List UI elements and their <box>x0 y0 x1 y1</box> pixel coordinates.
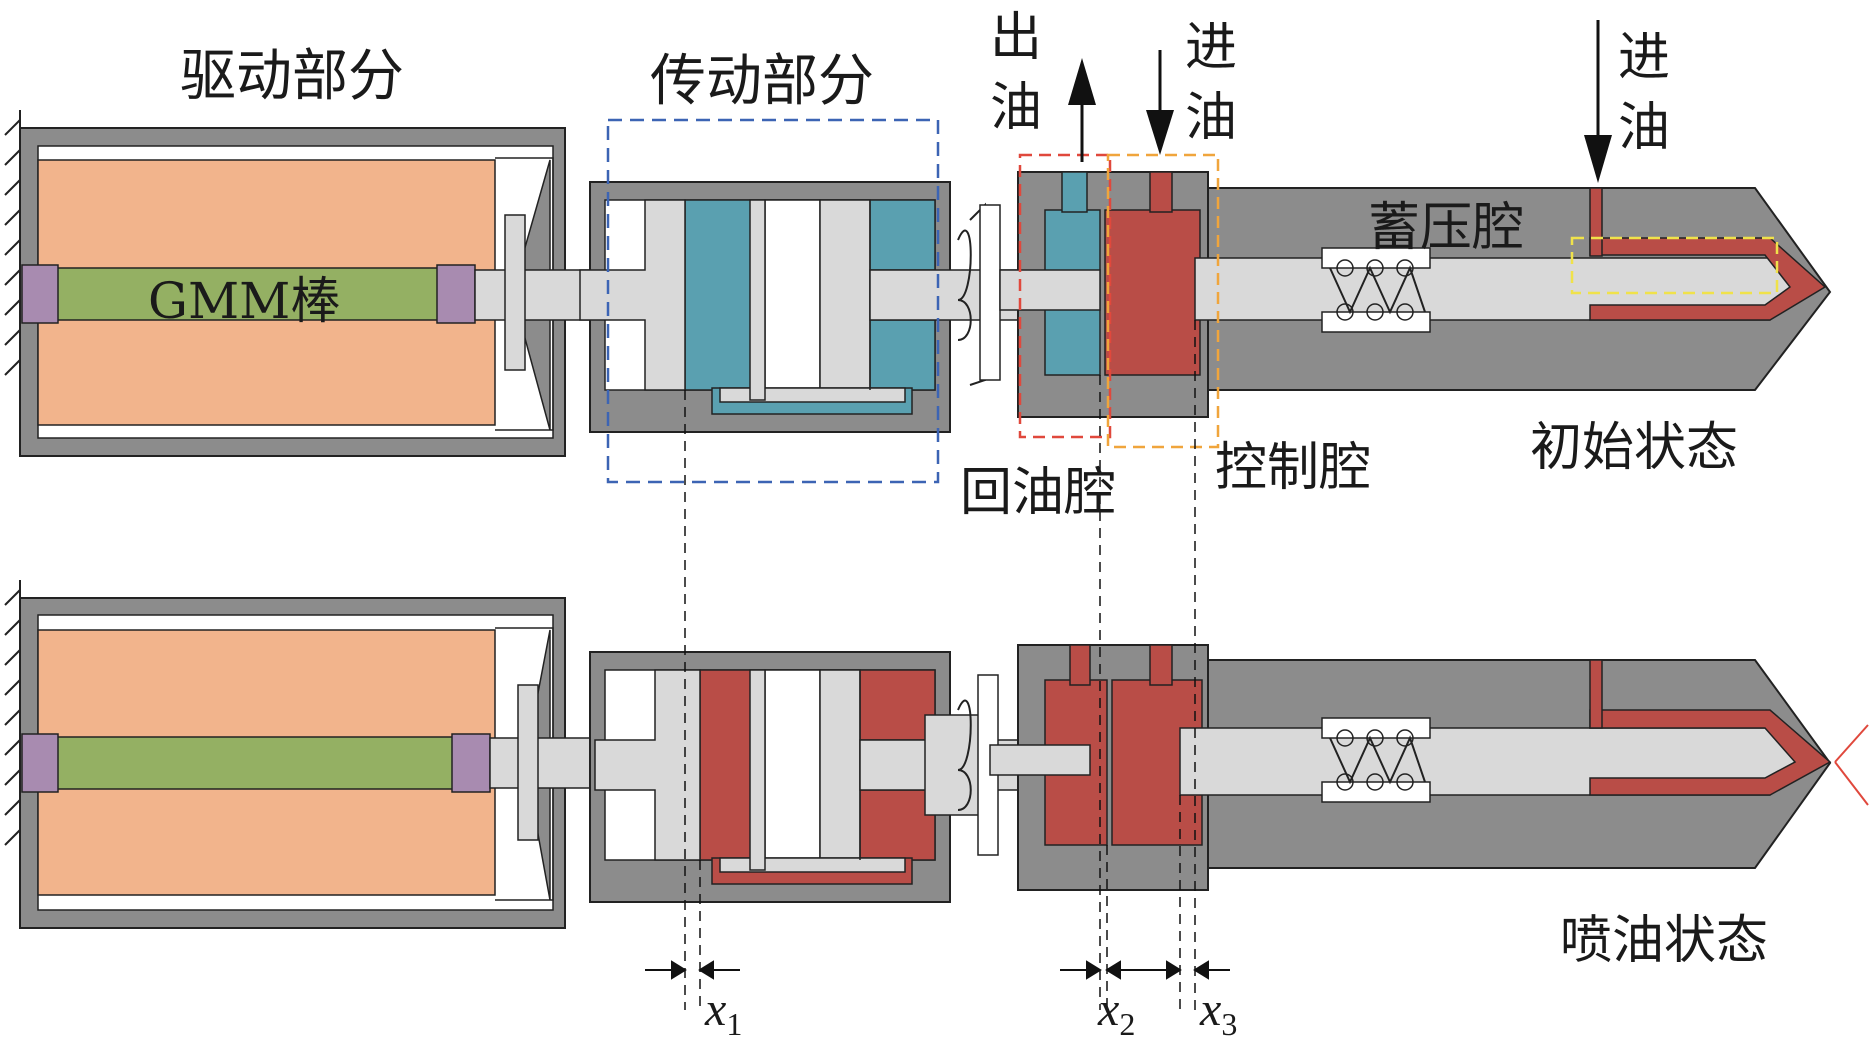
label-control-chamber: 控制腔 <box>1215 438 1371 498</box>
arrow-oil-in-2 <box>1584 20 1612 183</box>
label-x3: x3 <box>1199 983 1237 1042</box>
gmm-rod-bottom <box>54 736 456 790</box>
label-oil-in-1b: 油 <box>1185 88 1237 148</box>
label-transmission-part: 传动部分 <box>650 49 874 114</box>
label-injection-state: 喷油状态 <box>1560 911 1768 971</box>
end-cap-right-top <box>436 264 476 324</box>
label-accumulator: 蓄压腔 <box>1368 198 1524 258</box>
label-drive-part: 驱动部分 <box>180 44 404 109</box>
transmission-box <box>606 118 940 484</box>
initial-state-assembly <box>4 20 1832 484</box>
label-oil-out-1: 出 <box>990 8 1042 68</box>
accumulator-box <box>1570 236 1779 295</box>
label-oil-in-2a: 进 <box>1618 28 1670 88</box>
dimension-arrows <box>645 960 1230 980</box>
label-oil-in-2b: 油 <box>1618 98 1670 158</box>
spray-lines <box>1834 724 1869 806</box>
arrow-oil-out <box>1068 58 1096 162</box>
label-gmm-rod: GMM棒 <box>148 272 340 330</box>
label-initial-state: 初始状态 <box>1530 418 1738 478</box>
label-return-chamber: 回油腔 <box>960 463 1116 523</box>
guide-lines <box>684 320 1196 1010</box>
label-x1: x1 <box>704 983 742 1042</box>
label-x2: x2 <box>1097 983 1135 1042</box>
control-chamber-box <box>1106 153 1220 449</box>
injection-state-assembly <box>4 580 1869 929</box>
end-cap-left-top <box>21 264 59 324</box>
label-oil-out-2: 油 <box>990 78 1042 138</box>
return-chamber-box <box>1018 153 1112 439</box>
label-oil-in-1a: 进 <box>1185 18 1237 78</box>
wall-hatch-top <box>4 110 21 380</box>
arrow-oil-in-1 <box>1146 50 1174 155</box>
